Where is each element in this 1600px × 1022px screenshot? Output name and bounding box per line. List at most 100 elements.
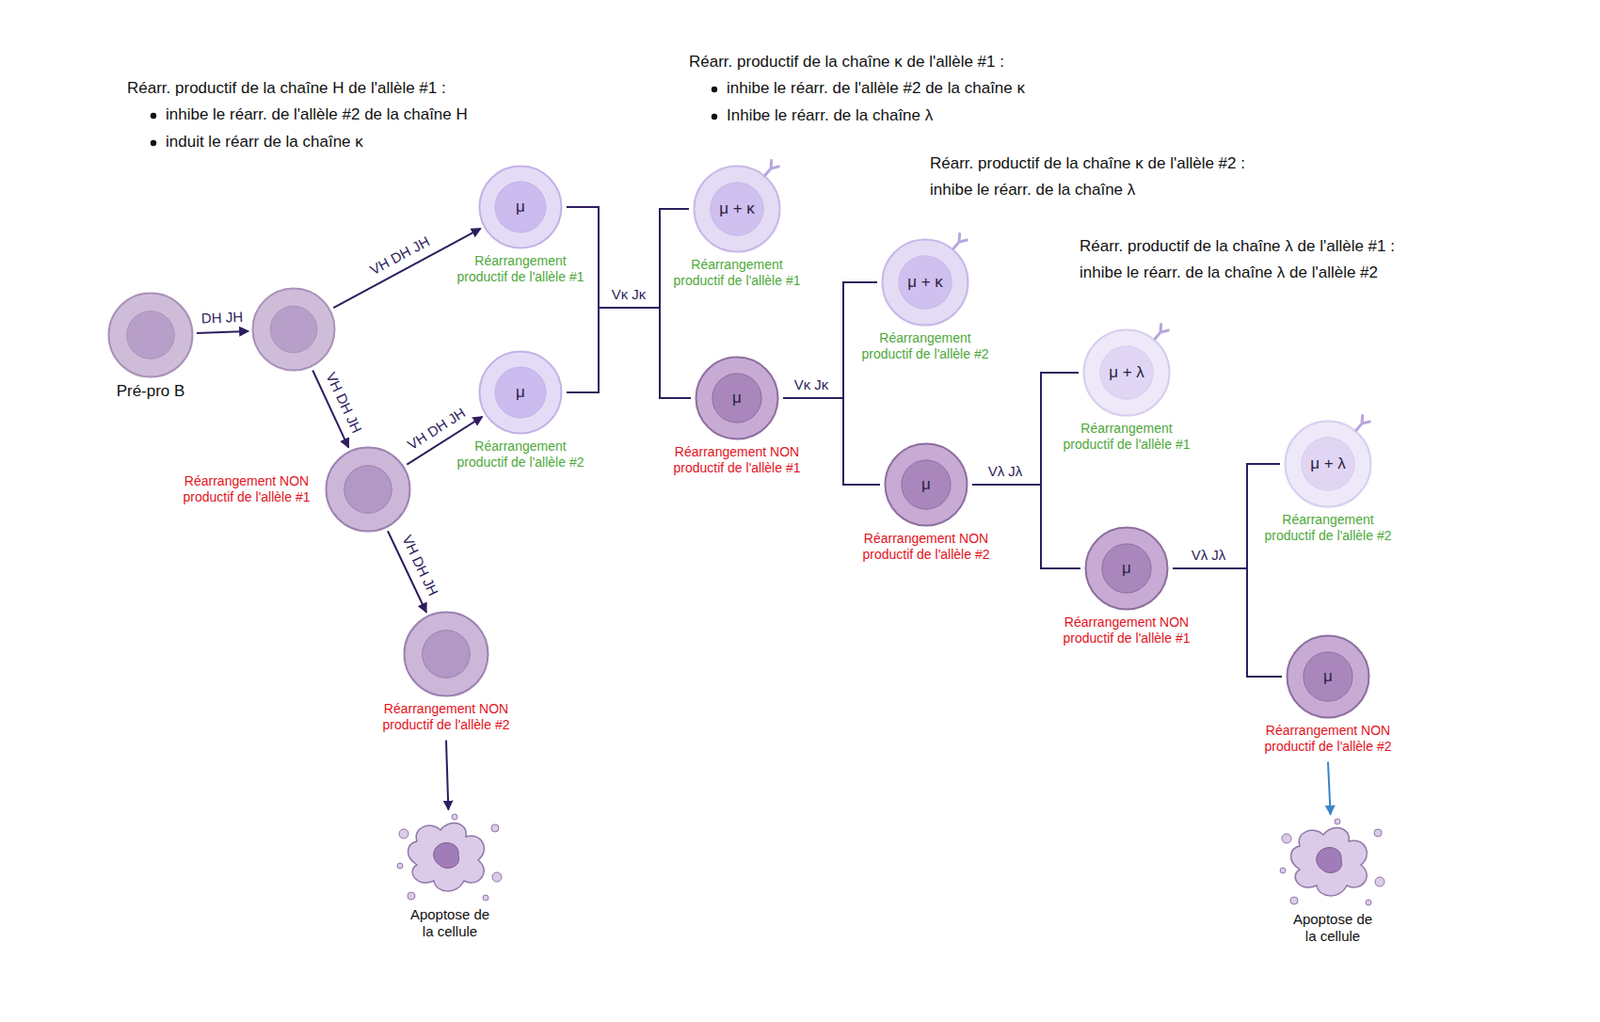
cell-figure [324, 446, 412, 533]
bullet [150, 140, 157, 146]
edge-label: DH JH [199, 309, 246, 327]
bcr-antibody [1352, 416, 1370, 434]
cell-membrane [109, 293, 193, 378]
nucleus [898, 256, 952, 309]
connector [566, 307, 691, 399]
connector [566, 208, 689, 393]
annotation-text: Réarr. productif de la chaîne H de l'all… [127, 79, 447, 98]
cell-caption: Réarrangement NON productif de l'allèle … [1056, 614, 1198, 647]
cell-body [1291, 827, 1368, 896]
nucleus [270, 305, 318, 353]
nucleus [127, 311, 176, 360]
edge-label: Vλ Jλ [1189, 547, 1229, 564]
connector [1172, 464, 1280, 569]
annotation-text: induit le réarr de la chaîne κ [165, 132, 364, 152]
chain-label: μ [1121, 559, 1132, 578]
chain-label: μ [921, 475, 931, 495]
apoptotic-cell: Apoptose de la cellule [1280, 817, 1385, 908]
apoptotic-body [399, 829, 409, 839]
nucleus [344, 465, 393, 514]
bcr-antibody [1151, 324, 1168, 343]
apoptotic-body [407, 892, 416, 900]
chain-label: μ [1323, 667, 1333, 687]
apoptotic-body [1290, 896, 1298, 905]
nucleus [495, 367, 546, 418]
cell-membrane [1086, 528, 1168, 610]
b-cell: Réarrangement NON productif de l'allèle … [324, 446, 412, 533]
edge-label: Vλ Jλ [986, 464, 1025, 480]
connector [196, 331, 249, 334]
apoptotic-body [1374, 829, 1382, 837]
cell-body [408, 822, 485, 891]
edge-label: Vκ Jκ [792, 377, 832, 394]
connector [972, 372, 1079, 485]
nucleus [710, 182, 764, 236]
annotation-text: Réarr. productif de la chaîne λ de l'all… [1079, 237, 1395, 256]
nucleus [901, 460, 951, 510]
apoptotic-cell: Apoptose de la cellule [398, 813, 502, 903]
bullet [711, 86, 718, 93]
apoptotic-body [1365, 899, 1372, 906]
b-cell: μ + κRéarrangement productif de l'allèle… [880, 238, 970, 327]
cell-caption: Réarrangement NON productif de l'allèle … [375, 701, 517, 734]
cell-membrane [696, 357, 779, 440]
cell-membrane [882, 240, 969, 326]
cell-caption: Réarrangement productif de l'allèle #1 [1056, 420, 1198, 453]
nucleus [1316, 847, 1343, 873]
apoptotic-body [1375, 877, 1385, 887]
annotation-text: inhibe le réarr. de la chaîne λ [929, 180, 1136, 200]
cell-caption: Réarrangement productif de l'allèle #2 [449, 438, 592, 471]
connector [333, 228, 481, 308]
cell-caption: Pré-pro B [94, 382, 208, 401]
annotation-text: Inhibe le réarr. de la chaîne λ [726, 106, 933, 126]
cell-membrane [404, 612, 489, 697]
bcr-antibody [761, 160, 779, 179]
apoptotic-body [451, 814, 458, 820]
nucleus [1301, 437, 1355, 491]
b-cell: μRéarrangement NON productif de l'allèle… [1084, 526, 1169, 611]
annotation-text: inhibe le réarr. de l'allèle #2 de la ch… [165, 105, 468, 125]
connector [566, 207, 691, 399]
b-cell: μ + λRéarrangement productif de l'allèle… [1283, 419, 1373, 509]
cell-membrane [885, 444, 968, 527]
nucleus [1102, 544, 1152, 593]
cell-caption: Apoptose de la cellule [405, 906, 496, 941]
connector [446, 740, 448, 811]
cell-membrane [253, 288, 336, 371]
b-cell: Pré-pro B [107, 291, 194, 379]
cell-figure [107, 291, 194, 379]
b-cell: Réarrangement NON productif de l'allèle … [402, 610, 490, 698]
apoptosis-figure [1280, 817, 1385, 908]
cell-caption: Réarrangement NON productif de l'allèle … [855, 530, 997, 563]
apoptotic-body [1334, 818, 1341, 825]
apoptotic-body [1280, 867, 1286, 874]
b-cell: μRéarrangement NON productif de l'allèle… [1285, 634, 1371, 720]
apoptosis-figure [398, 813, 502, 903]
connector [1328, 762, 1331, 816]
cell-membrane [326, 448, 411, 532]
b-cell: μRéarrangement NON productif de l'allèle… [694, 355, 780, 441]
cell-caption: Réarrangement productif de l'allèle #1 [449, 253, 592, 286]
b-cell: μRéarrangement productif de l'allèle #2 [478, 350, 563, 435]
nucleus [1100, 346, 1153, 400]
cell-caption: Réarrangement NON productif de l'allèle … [176, 473, 318, 506]
cell-caption: Réarrangement productif de l'allèle #1 [666, 256, 808, 289]
b-cell [251, 287, 336, 372]
cell-caption: Réarrangement productif de l'allèle #2 [854, 330, 996, 363]
cell-membrane [480, 166, 562, 249]
b-cell: μRéarrangement productif de l'allèle #1 [478, 164, 563, 250]
chain-label: μ + λ [1108, 363, 1145, 383]
annotation-text: Réarr. productif de la chaîne κ de l'all… [929, 154, 1246, 174]
b-cell: μRéarrangement NON productif de l'allèle… [883, 442, 969, 528]
connector [783, 282, 878, 399]
annotation-text: inhibe le réarr. de la chaîne λ de l'all… [1079, 263, 1378, 283]
cell-membrane [1285, 421, 1372, 508]
apoptotic-body [491, 824, 499, 832]
cell-caption: Réarrangement productif de l'allèle #2 [1257, 512, 1399, 544]
cell-caption: Réarrangement NON productif de l'allèle … [1257, 722, 1399, 755]
edge-label: Vκ Jκ [609, 287, 649, 304]
chain-label: μ [515, 197, 526, 217]
